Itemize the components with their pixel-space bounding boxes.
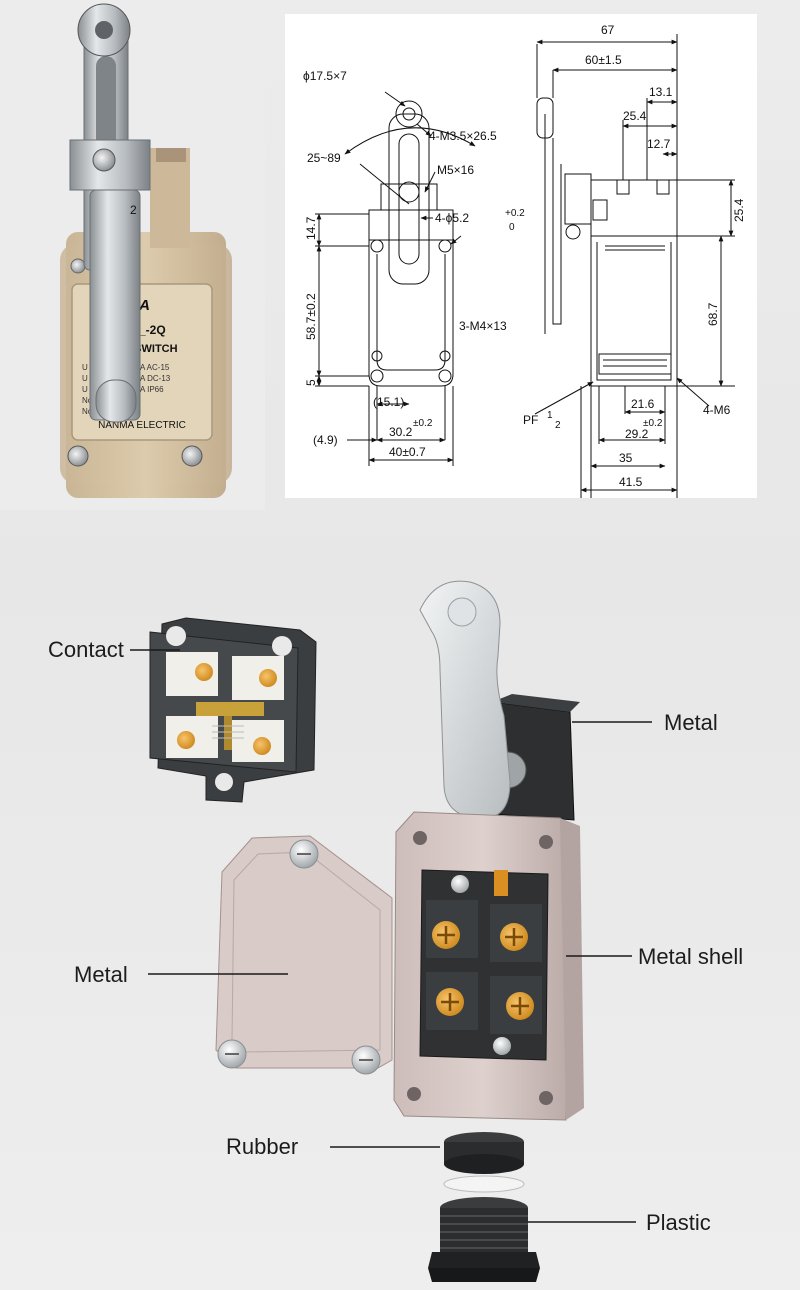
tolerance-29-label: ±0.2	[643, 418, 663, 429]
lever-mark: 2	[130, 203, 137, 217]
dimension-drawing: ϕ17.5×7 25~89 4-M3.5×26.5 M5×16 4-ϕ5.2 +…	[285, 14, 757, 498]
tolerance-top-label: +0.2	[505, 208, 525, 219]
dim-67-label: 67	[601, 23, 615, 37]
roller-diameter-label: ϕ17.5×7	[303, 69, 347, 83]
metal-shell	[393, 811, 584, 1121]
footer-text: NANMA ELECTRIC	[98, 420, 186, 431]
hole-spec-label: 4-ϕ5.2	[435, 211, 469, 225]
exploded-view: Contact Metal Metal Metal shell Rubber P…	[0, 520, 800, 1290]
plastic-label: Plastic	[646, 1210, 711, 1235]
swing-range-label: 25~89	[307, 151, 341, 165]
pf-denominator: 2	[555, 420, 561, 431]
terminal-icon	[195, 663, 213, 681]
dim-13-1-label: 13.1	[649, 85, 673, 99]
dim-25-4-top-label: 25.4	[623, 109, 647, 123]
dim-41-5-label: 41.5	[619, 475, 643, 489]
exploded-view-svg: Contact Metal Metal Metal shell Rubber P…	[48, 580, 743, 1282]
spec-row-left: U	[82, 363, 88, 372]
dim-5-label: 5	[304, 379, 318, 386]
thread-spec-label: 4-M6	[703, 403, 731, 417]
metal-shell-label: Metal shell	[638, 944, 743, 969]
terminal-icon	[259, 669, 277, 687]
dim-4-9-label: (4.9)	[313, 433, 338, 447]
dim-40-label: 40±0.7	[389, 445, 426, 459]
screw-icon	[181, 445, 203, 467]
rubber-seal	[443, 1132, 525, 1193]
screw-spec-2-label: M5×16	[437, 163, 474, 177]
tolerance-30-label: ±0.2	[413, 418, 433, 429]
clamp-nut-icon	[92, 148, 116, 172]
metal-left-label: Metal	[74, 962, 128, 987]
rubber-label: Rubber	[226, 1134, 298, 1159]
dim-30-2-label: 30.2	[389, 425, 413, 439]
dimension-drawing-svg: ϕ17.5×7 25~89 4-M3.5×26.5 M5×16 4-ϕ5.2 +…	[303, 23, 746, 498]
contact-module	[149, 617, 317, 803]
spec-row-left: No	[82, 396, 93, 405]
plastic-gland	[428, 1197, 540, 1282]
pf-numerator: 1	[547, 410, 553, 421]
dim-29-2-label: 29.2	[625, 427, 649, 441]
terminal-icon	[253, 737, 271, 755]
spec-row-left: Nc	[82, 407, 92, 416]
metal-top-label: Metal	[664, 710, 718, 735]
spec-row-right: A AC-15	[140, 363, 170, 372]
spec-row-left: U	[82, 385, 88, 394]
spec-row-left: U	[82, 374, 88, 383]
dim-60-label: 60±1.5	[585, 53, 622, 67]
contact-label: Contact	[48, 637, 124, 662]
screw-icon	[70, 258, 86, 274]
dim-21-6-label: 21.6	[631, 397, 655, 411]
dim-14-7-label: 14.7	[304, 216, 318, 240]
pf-label: PF	[523, 413, 538, 427]
screw-icon	[67, 445, 89, 467]
lever-assembly	[419, 580, 580, 821]
dim-68-7-label: 68.7	[706, 302, 720, 326]
spec-row-right: A IP66	[140, 385, 164, 394]
dim-25-4-right-label: 25.4	[732, 198, 746, 222]
terminal-icon	[177, 731, 195, 749]
front-cover	[215, 835, 393, 1075]
dim-35-label: 35	[619, 451, 633, 465]
screw-spec-3-label: 3-M4×13	[459, 319, 507, 333]
dim-12-7-label: 12.7	[647, 137, 671, 151]
dim-58-7-label: 58.7±0.2	[304, 293, 318, 340]
tolerance-bottom-label: 0	[509, 222, 515, 233]
screw-spec-1-label: 4-M3.5×26.5	[429, 129, 497, 143]
spec-row-right: A DC-13	[140, 374, 171, 383]
dim-15-1-label: (15.1)	[373, 395, 404, 409]
